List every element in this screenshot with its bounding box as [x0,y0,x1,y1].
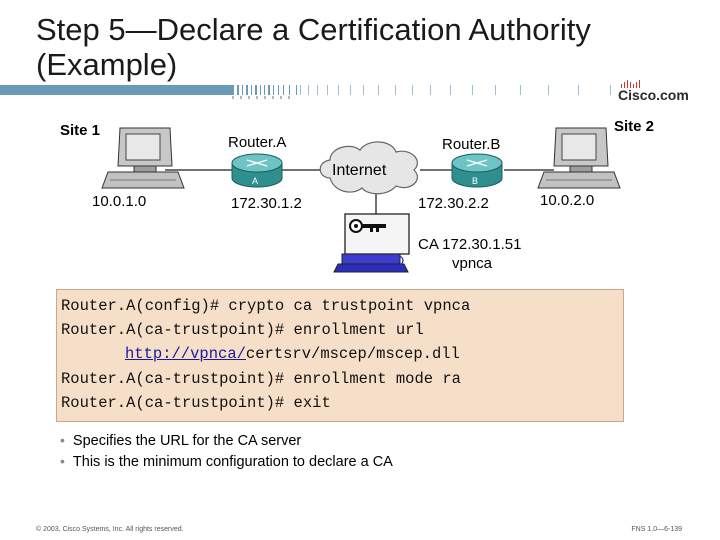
internet-label: Internet [332,162,386,180]
config-code-block: Router.A(config)# crypto ca trustpoint v… [56,289,624,422]
enrollment-url-link[interactable]: http://vpnca/ [125,345,246,363]
code-line-1: Router.A(config)# crypto ca trustpoint v… [61,294,623,318]
site1-computer-icon [102,128,184,188]
copyright-footer: © 2003, Cisco Systems, Inc. All rights r… [36,526,184,533]
router-b-ip: 172.30.2.2 [418,195,489,212]
site2-label: Site 2 [614,118,654,135]
bullet-item: Specifies the URL for the CA server [60,430,393,451]
ca-address-label: CA 172.30.1.51 [418,236,521,253]
code-line-2: Router.A(ca-trustpoint)# enrollment url [61,318,623,342]
router-b-label: Router.B [442,136,500,153]
ca-server-icon [334,214,409,272]
code-line-5: Router.A(ca-trustpoint)# exit [61,391,623,415]
site2-computer-icon [538,128,620,188]
site1-label: Site 1 [60,122,100,139]
bullet-list: Specifies the URL for the CA server This… [60,430,393,472]
enrollment-url-path: certsrv/mscep/mscep.dll [246,345,460,363]
network-diagram [0,0,720,290]
bullet-item: This is the minimum configuration to dec… [60,451,393,472]
code-line-3: http://vpnca/certsrv/mscep/mscep.dll [61,342,623,366]
host2-ip: 10.0.2.0 [540,192,594,209]
router-a-letter: A [252,176,258,186]
code-line-4: Router.A(ca-trustpoint)# enrollment mode… [61,367,623,391]
router-a-label: Router.A [228,134,286,151]
ca-name-label: vpnca [452,255,492,272]
host1-ip: 10.0.1.0 [92,193,146,210]
page-number: FNS 1.0—6-139 [631,526,682,533]
router-a-ip: 172.30.1.2 [231,195,302,212]
router-b-letter: B [472,176,478,186]
